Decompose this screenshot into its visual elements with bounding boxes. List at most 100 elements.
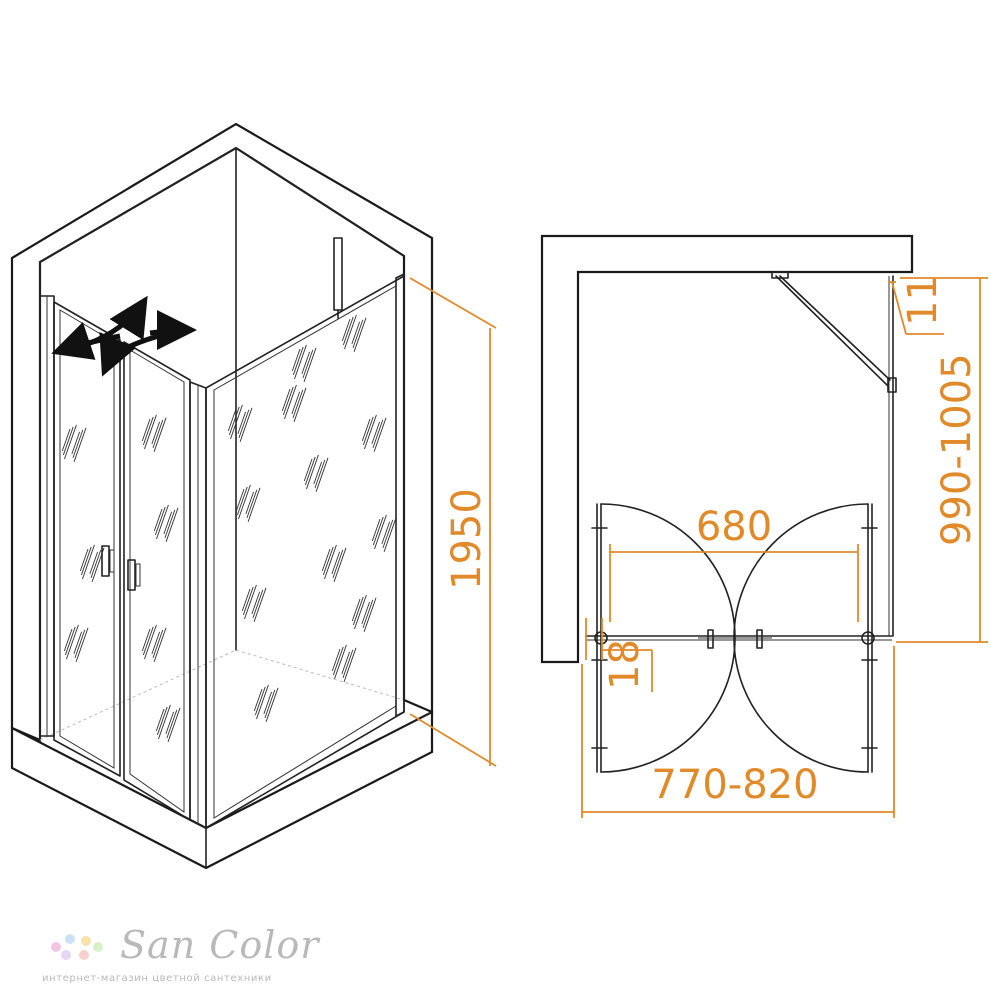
glass-hatch-line	[166, 709, 178, 738]
glass-hatch-line	[79, 548, 89, 572]
glass-hatch-line	[91, 547, 105, 582]
glass-hatch-line	[63, 628, 73, 652]
glass-hatch-line	[75, 627, 89, 662]
glass-hatch-line	[252, 589, 264, 618]
glass-hatch-line	[344, 314, 357, 350]
glass-hatch-line	[306, 454, 319, 490]
glass-hatch-line	[153, 417, 167, 452]
wall-block	[10, 122, 434, 742]
isometric-view: 1950	[10, 122, 497, 870]
glass-hatch-line	[372, 516, 384, 546]
glass-hatch-line	[373, 417, 387, 452]
glass-hatch-line	[253, 688, 263, 712]
glass-hatch-line	[281, 388, 291, 412]
glass-hatch-line	[238, 484, 251, 520]
glass-hatch-line	[343, 647, 357, 682]
glass-hatch-line	[364, 414, 377, 450]
glass-hatch-line	[341, 318, 351, 342]
glass-hatch-line	[238, 409, 250, 438]
width-dimension-label: 770-820	[651, 762, 818, 808]
glass-hatch-line	[246, 489, 258, 518]
glass-hatch-line	[142, 416, 154, 446]
glass-hatch-line	[301, 351, 311, 375]
glass-hatch-line	[324, 544, 337, 580]
glass-hatch-line	[334, 644, 347, 680]
glass-hatch-line	[230, 404, 243, 440]
glass-hatch-line	[237, 411, 247, 435]
glass-hatch-line	[351, 321, 361, 345]
glass-hatch-line	[62, 426, 74, 456]
glass-hatch-line	[374, 514, 387, 550]
logo-dot	[51, 942, 61, 952]
right-door-panel	[123, 341, 191, 821]
glass-hatch-line	[353, 317, 367, 352]
glass-hatch-line	[302, 349, 314, 378]
glass-hatch-line	[341, 651, 351, 675]
left-wall-profile	[39, 295, 55, 737]
glass-hatch-line	[141, 418, 151, 442]
glass-hatch-line	[144, 624, 157, 660]
side-gap-label: 18	[602, 639, 648, 690]
glass-hatch-line	[256, 684, 269, 720]
glass-hatch-line	[156, 504, 169, 540]
glass-hatch-line	[351, 598, 361, 622]
glass-hatch-line	[90, 549, 102, 578]
top-gap-dimension: 11	[888, 275, 946, 335]
height-dimension: 1950	[409, 277, 497, 767]
brand-tagline: интернет-магазин цветной сантехники	[42, 973, 272, 984]
glass-hatch-line	[245, 491, 255, 515]
glass-hatch-line	[352, 319, 364, 348]
glass-hatch-line	[158, 704, 171, 740]
plan-stabilizer	[771, 271, 891, 387]
glass-hatching	[61, 314, 397, 742]
stabilizer-bar	[333, 237, 343, 319]
logo-dots-icon	[51, 934, 103, 960]
glass-hatch-line	[142, 626, 154, 656]
glass-hatch-line	[294, 344, 307, 380]
glass-hatch-line	[244, 584, 257, 620]
logo-dot	[65, 934, 75, 944]
glass-hatch-line	[151, 631, 161, 655]
shower-tray	[10, 649, 434, 870]
glass-hatch-line	[265, 687, 279, 722]
glass-hatch-line	[371, 421, 381, 445]
glass-hatch-line	[165, 711, 175, 735]
corner-profile	[189, 381, 207, 829]
glass-hatch-line	[64, 626, 76, 656]
top-gap-label: 11	[900, 275, 946, 326]
side-gap-dimension: 18	[585, 618, 653, 692]
depth-dimension-label: 990-1005	[934, 353, 980, 546]
glass-hatch-line	[74, 629, 86, 658]
glass-hatch-line	[155, 708, 165, 732]
glass-hatch-line	[144, 414, 157, 450]
glass-hatch-line	[242, 586, 254, 616]
glass-hatch-line	[141, 628, 151, 652]
glass-hatch-line	[313, 461, 323, 485]
glass-hatch-line	[253, 587, 267, 622]
logo-dot	[61, 950, 71, 960]
glass-hatch-line	[372, 419, 384, 448]
glass-hatch-line	[82, 544, 95, 580]
glass-hatch-line	[314, 459, 326, 488]
brand-name: San Color	[120, 923, 320, 967]
glass-hatch-line	[291, 391, 301, 415]
glass-hatch-line	[235, 488, 245, 512]
door-opening-dimension: 680	[609, 504, 859, 622]
glass-hatch-line	[362, 416, 374, 446]
plan-view: 680 770-820 990-1005 11	[540, 234, 988, 818]
glass-hatch-line	[251, 591, 261, 615]
glass-hatch-line	[241, 588, 251, 612]
glass-hatch-line	[293, 387, 307, 422]
glass-hatch-line	[361, 418, 371, 442]
glass-hatch-line	[89, 551, 99, 575]
glass-hatch-line	[228, 406, 240, 436]
glass-hatch-line	[321, 548, 331, 572]
logo-dot	[93, 942, 103, 952]
glass-hatch-line	[383, 517, 397, 552]
glass-hatch-line	[263, 691, 273, 715]
glass-hatch-line	[73, 631, 83, 655]
swing-arrows	[51, 295, 197, 377]
plan-wall	[540, 234, 914, 664]
brand-logo: San Color интернет-магазин цветной санте…	[40, 923, 340, 995]
